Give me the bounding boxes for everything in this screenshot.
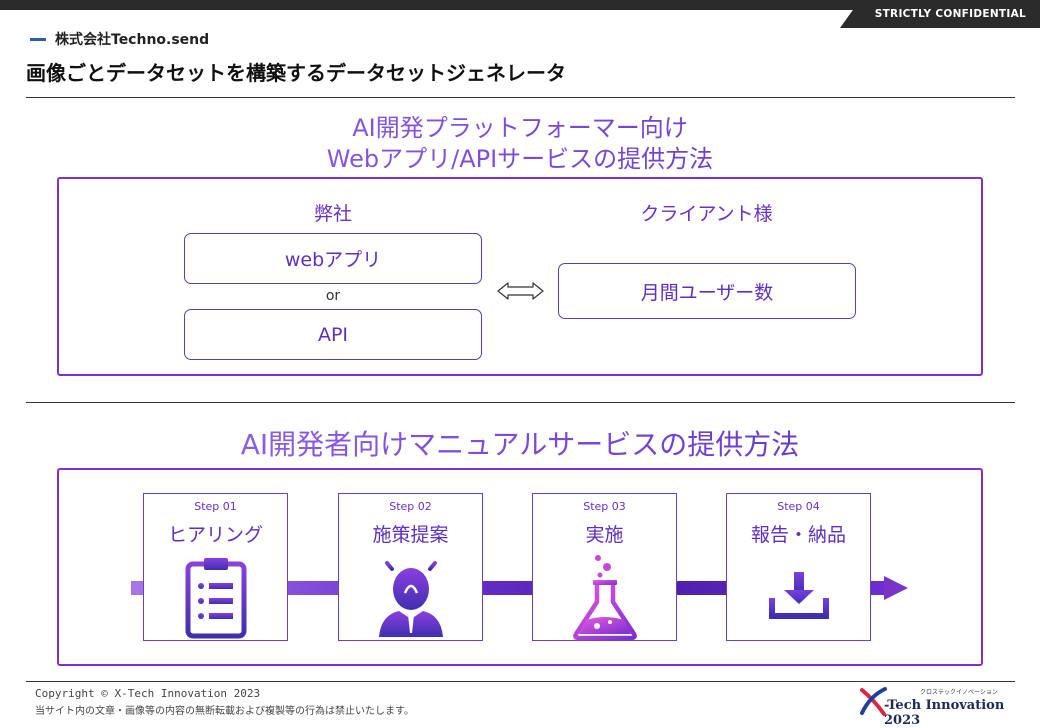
company-name: 株式会社Techno.send [30, 30, 209, 48]
company-dash [30, 37, 46, 41]
step-flow-bar [131, 581, 886, 595]
copyright-text: Copyright © X-Tech Innovation 2023 [35, 687, 261, 700]
step-card-2: Step 02 施策提案 [338, 493, 483, 641]
step-card-1: Step 01 ヒアリング [143, 493, 288, 641]
step-card-3: Step 03 実施 [532, 493, 677, 641]
api-option: API [184, 309, 482, 360]
or-text: or [325, 288, 341, 304]
confidential-badge: STRICTLY CONFIDENTIAL [840, 0, 1040, 28]
download-tray-icon [768, 572, 829, 619]
webapp-option: webアプリ [184, 233, 482, 284]
logo-kana: クロステックイノベーション [920, 689, 998, 696]
section-divider [26, 402, 1015, 403]
monthly-users-box: 月間ユーザー数 [558, 263, 856, 319]
section2-title: AI開発者向けマニュアルサービスの提供方法 [0, 426, 1040, 464]
step-number: Step 04 [777, 500, 820, 513]
step-name: 報告・納品 [750, 524, 846, 546]
section1-title-line2: Webアプリ/APIサービスの提供方法 [0, 143, 1040, 176]
idea-person-icon [374, 551, 447, 637]
step-number: Step 03 [583, 500, 626, 513]
step-number: Step 01 [194, 500, 237, 513]
step-name: 実施 [585, 524, 624, 546]
xtech-logo-mark-icon [860, 687, 887, 716]
title-divider [26, 97, 1015, 98]
copyright-notice: 当サイト内の文章・画像等の内容の無断転載および複製等の行為は禁止いたします。 [35, 706, 414, 717]
our-company-label: 弊社 [313, 203, 352, 225]
double-arrow-icon [497, 282, 544, 300]
step-number: Step 02 [389, 500, 432, 513]
page-title: 画像ごとデータセットを構築するデータセットジェネレータ [26, 61, 566, 85]
logo-name: -Tech Innovation 2023 [884, 698, 1005, 728]
confidential-text: STRICTLY CONFIDENTIAL [874, 8, 1026, 20]
step-card-4: Step 04 報告・納品 [726, 493, 871, 641]
xtech-logo: クロステックイノベーション -Tech Innovation 2023 [858, 684, 1018, 728]
step-flow-arrowhead [884, 576, 908, 600]
flask-icon [572, 555, 637, 641]
clipboard-list-icon [185, 558, 246, 639]
footer-divider [26, 681, 1015, 682]
step-name: 施策提案 [372, 524, 449, 546]
client-label: クライアント様 [640, 203, 773, 225]
step-name: ヒアリング [167, 524, 263, 546]
section1-title-line1: AI開発プラットフォーマー向け [0, 112, 1040, 145]
top-bar [0, 0, 1040, 10]
company-label: 株式会社Techno.send [55, 32, 210, 48]
